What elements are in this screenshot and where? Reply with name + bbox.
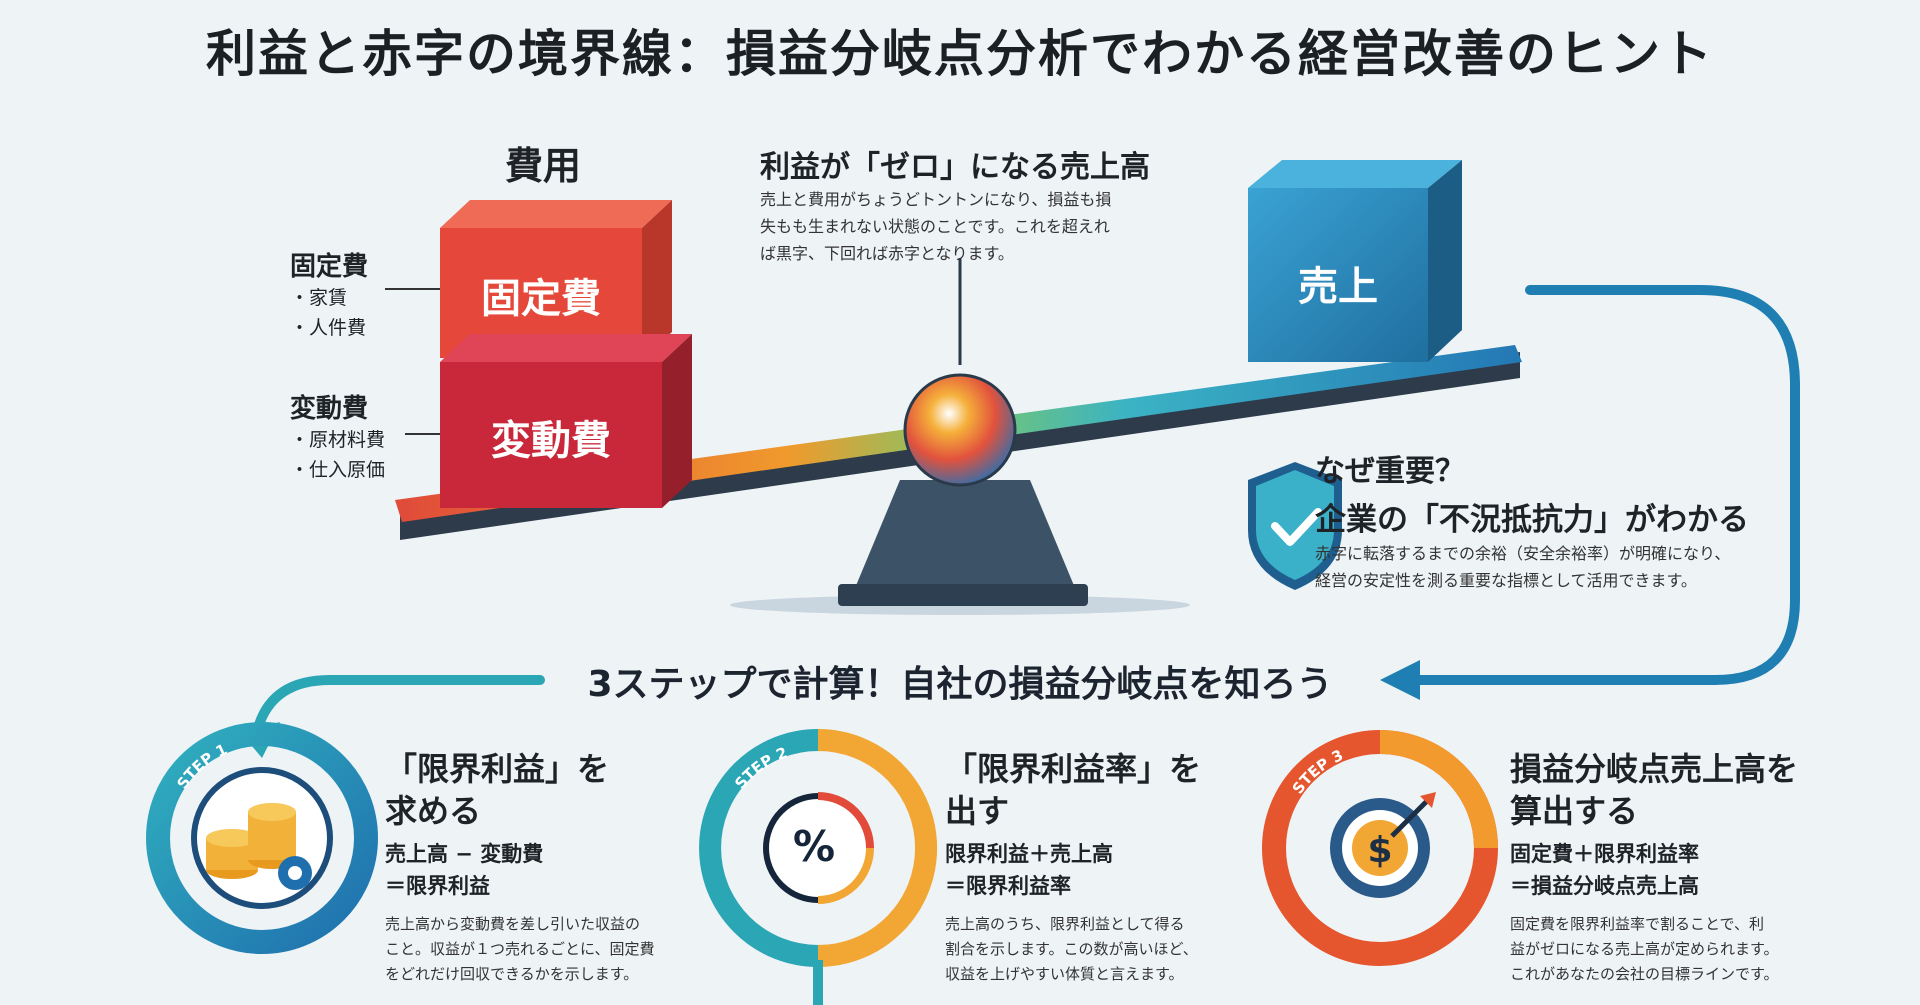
svg-text:$: $ xyxy=(1367,830,1392,871)
step-title: 算出する xyxy=(1510,792,1639,830)
fixed-cost-item: ・人件費 xyxy=(290,317,367,339)
step-desc: をどれだけ回収できるかを示します。 xyxy=(385,965,639,983)
fixed-cost-block-label: 固定費 xyxy=(481,276,601,322)
coins-gear-icon xyxy=(206,803,312,890)
step-formula: ＝限界利益 xyxy=(385,874,490,898)
target-icon: $ xyxy=(1330,792,1436,898)
why-subtitle: 企業の「不況抵抗力」がわかる xyxy=(1315,502,1749,538)
step-desc: これがあなたの会社の目標ラインです。 xyxy=(1510,965,1779,983)
step-desc: 割合を示します。この数が高いほど、 xyxy=(945,940,1198,958)
step-formula: 固定費＋限界利益率 xyxy=(1510,842,1699,866)
why-body: 赤字に転落するまでの余裕（安全余裕率）が明確になり、 経営の安定性を測る重要な指… xyxy=(1315,544,1731,590)
step-desc: 売上高から変動費を差し引いた収益の xyxy=(385,915,641,933)
why-title: なぜ重要？ xyxy=(1315,454,1465,489)
costs-heading: 費用 xyxy=(505,144,582,188)
variable-cost-item: ・原材料費 xyxy=(290,429,386,451)
step-desc: 収益を上げやすい体質と言えます。 xyxy=(945,965,1184,983)
step-2-text: 「限界利益率」を 出す 限界利益＋売上高 ＝限界利益率 売上高のうち、限界利益と… xyxy=(945,748,1275,987)
step-formula: ＝損益分岐点売上高 xyxy=(1510,874,1699,898)
step-formula: 限界利益＋売上高 xyxy=(945,842,1113,866)
breakeven-callout-body: 売上と費用がちょうどトントンになり、損益も損 失もも生まれない状態のことです。こ… xyxy=(760,190,1112,263)
fixed-cost-legend: 固定費 ・家賃 ・人件費 xyxy=(290,246,368,343)
step-title: 「限界利益率」を xyxy=(945,750,1202,788)
variable-cost-legend: 変動費 ・原材料費 ・仕入原価 xyxy=(290,388,385,485)
step-formula: ＝限界利益率 xyxy=(945,874,1071,898)
step-3-text: 損益分岐点売上高を 算出する 固定費＋限界利益率 ＝損益分岐点売上高 固定費を限… xyxy=(1510,748,1870,987)
step-desc: 益がゼロになる売上高が定められます。 xyxy=(1510,940,1779,958)
step-title: 「限界利益」を xyxy=(385,750,610,788)
step-title: 求める xyxy=(385,792,482,830)
step-1-text: 「限界利益」を 求める 売上高 − 変動費 ＝限界利益 売上高から変動費を差し引… xyxy=(385,748,715,987)
step-2-badge: STEP 2 xyxy=(699,729,937,1005)
step-desc: 売上高のうち、限界利益として得る xyxy=(945,915,1185,933)
sales-block-label: 売上 xyxy=(1298,264,1378,310)
page-title: 利益と赤字の境界線：損益分岐点分析でわかる経営改善のヒント xyxy=(206,25,1714,83)
step-title: 出す xyxy=(945,792,1010,830)
fixed-cost-label: 固定費 xyxy=(290,252,369,282)
step-formula: 売上高 − 変動費 xyxy=(385,842,544,866)
step-title: 損益分岐点売上高を xyxy=(1510,750,1799,788)
variable-cost-item: ・仕入原価 xyxy=(290,459,386,481)
fulcrum xyxy=(730,373,1190,615)
step-desc: 固定費を限界利益率で割ることで、利 xyxy=(1510,915,1764,933)
variable-cost-label: 変動費 xyxy=(290,394,369,424)
sales-block xyxy=(1248,160,1462,362)
fixed-cost-item: ・家賃 xyxy=(290,287,348,309)
steps-heading: 3ステップで計算！自社の損益分岐点を知ろう xyxy=(587,664,1333,705)
arrow-icon xyxy=(1380,285,1800,700)
percent-icon: % xyxy=(793,822,836,871)
variable-cost-block-label: 変動費 xyxy=(491,418,611,464)
shield-check-icon xyxy=(1248,462,1342,590)
breakeven-callout-title: 利益が「ゼロ」になる売上高 xyxy=(760,150,1150,185)
step-desc: こと。収益が１つ売れるごとに、固定費 xyxy=(385,940,655,958)
variable-cost-block xyxy=(440,334,692,508)
